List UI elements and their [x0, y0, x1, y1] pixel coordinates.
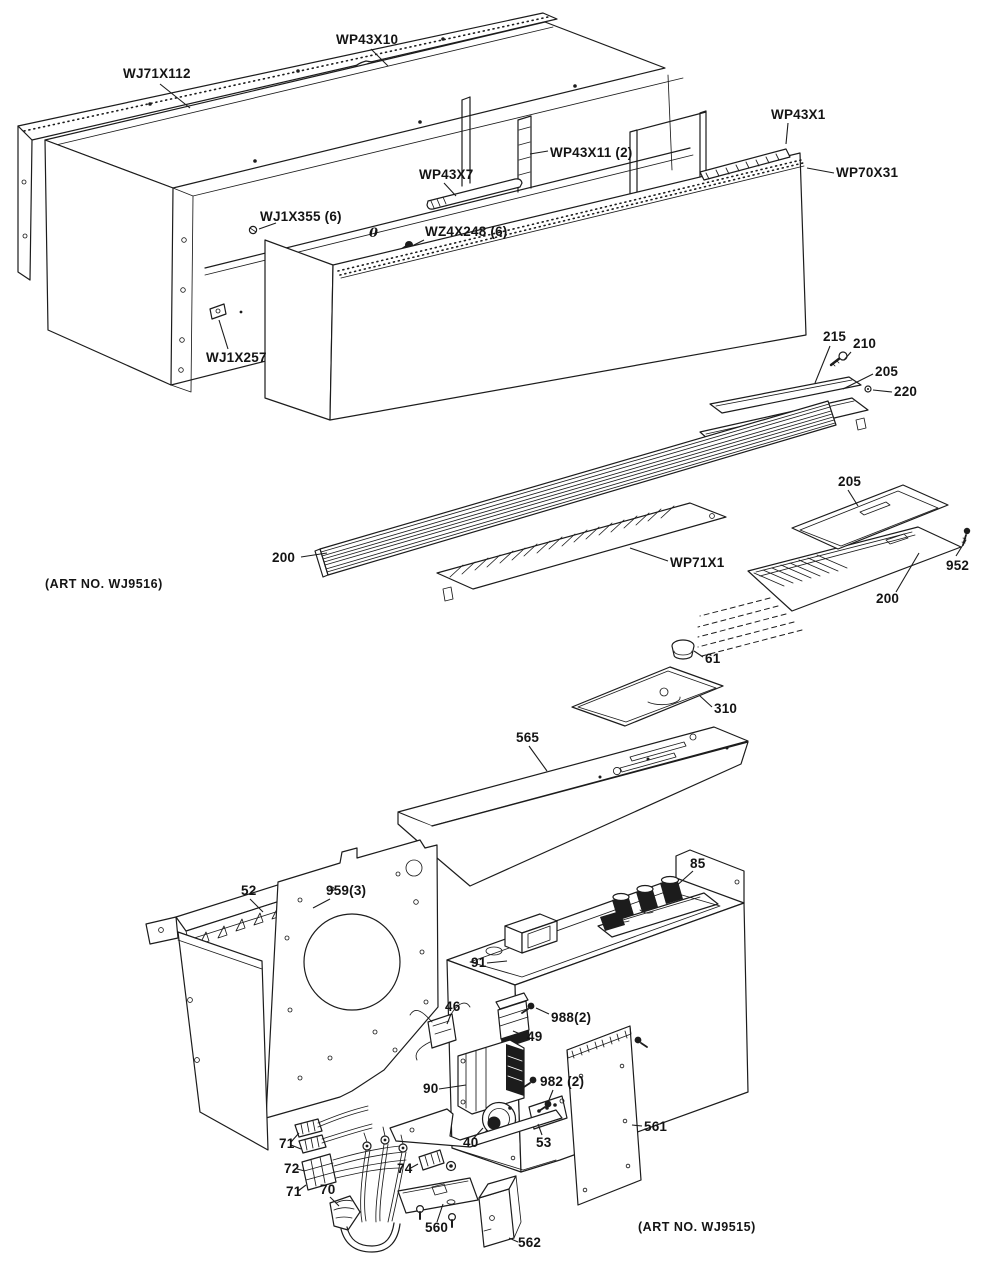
part-label-72: 72: [284, 1161, 299, 1176]
bracket-562: [478, 1175, 522, 1248]
part-label-982: 982 (2): [540, 1074, 584, 1089]
part-label-90: 90: [423, 1081, 438, 1096]
block-74: [418, 1149, 457, 1172]
board-85: [597, 875, 719, 938]
cover-565: [397, 726, 749, 887]
part-label-wp71x1: WP71X1: [670, 555, 725, 570]
part-label-40: 40: [463, 1135, 478, 1150]
motor-bracket: [389, 1108, 563, 1148]
part-label-74: 74: [397, 1161, 413, 1176]
part-label-52: 52: [241, 883, 256, 898]
louver-panel-wp71x1: [436, 502, 727, 602]
part-label-61: 61: [705, 651, 721, 666]
part-label-91: 91: [471, 955, 487, 970]
switch-46: [409, 1002, 471, 1061]
part-label-205-left: 205: [875, 364, 898, 379]
part-label-210: 210: [853, 336, 876, 351]
left-duct-panel: [177, 931, 269, 1151]
plate-310: [571, 666, 724, 727]
upper-assembly: WJ71X112 WP43X10 WP43X11 (2) WP43X7 WJ1X…: [17, 12, 971, 658]
cabinet-box: [44, 21, 694, 393]
part-label-952: 952: [946, 558, 969, 573]
part-label-560: 560: [425, 1220, 448, 1235]
part-label-561: 561: [644, 1119, 667, 1134]
part-label-562: 562: [518, 1235, 541, 1250]
part-label-wz4x248: WZ4X248 (6): [425, 224, 507, 239]
part-label-71a: 71: [279, 1136, 295, 1151]
part-label-wj1x257: WJ1X257: [206, 350, 267, 365]
part-label-53: 53: [536, 1135, 552, 1150]
inner-rear-panel: [629, 110, 707, 231]
plate-560: [397, 1177, 479, 1228]
rear-panel-wj71x112: [17, 12, 558, 281]
part-label-wj71x112: WJ71X112: [123, 66, 191, 81]
part-label-215: 215: [823, 329, 846, 344]
part-label-49: 49: [527, 1029, 542, 1044]
side-panel-561: [566, 1025, 642, 1206]
lower-assembly: 61 310 565 85 52 959(3) 91 46 988(2) 49 …: [145, 639, 756, 1253]
part-label-wp43x11: WP43X11 (2): [550, 145, 633, 160]
art-number-upper: (ART NO. WJ9516): [45, 577, 163, 591]
knob-61: [671, 639, 695, 660]
right-cover-tray: [697, 484, 971, 658]
part-label-85: 85: [690, 856, 706, 871]
part-label-71b: 71: [286, 1184, 302, 1199]
part-label-200-left: 200: [272, 550, 295, 565]
part-label-959: 959(3): [326, 883, 366, 898]
upper-labels: WJ71X112 WP43X10 WP43X11 (2) WP43X7 WJ1X…: [45, 32, 969, 606]
part-label-220: 220: [894, 384, 917, 399]
part-label-wp70x31: WP70X31: [836, 165, 898, 180]
part-label-wj1x355: WJ1X355 (6): [260, 209, 342, 224]
louver-band-200: [314, 400, 837, 578]
part-label-205-right: 205: [838, 474, 861, 489]
part-label-wp43x10: WP43X10: [336, 32, 398, 47]
lower-labels: 61 310 565 85 52 959(3) 91 46 988(2) 49 …: [241, 650, 756, 1250]
blower-panel: [265, 839, 439, 1119]
front-wrapper-wp70x31: [264, 148, 807, 421]
part-label-988: 988(2): [551, 1010, 591, 1025]
screws-988-982: [521, 1002, 648, 1112]
part-label-wp43x7: WP43X7: [419, 167, 473, 182]
zero-mark: 0: [369, 226, 378, 241]
part-label-200-right: 200: [876, 591, 899, 606]
part-label-wp43x1: WP43X1: [771, 107, 826, 122]
part-label-46: 46: [445, 999, 461, 1014]
transformer-90: [457, 1039, 525, 1115]
part-label-70: 70: [320, 1182, 335, 1197]
art-number-lower: (ART NO. WJ9515): [638, 1220, 756, 1234]
part-label-565: 565: [516, 730, 539, 745]
part-label-310: 310: [714, 701, 737, 716]
